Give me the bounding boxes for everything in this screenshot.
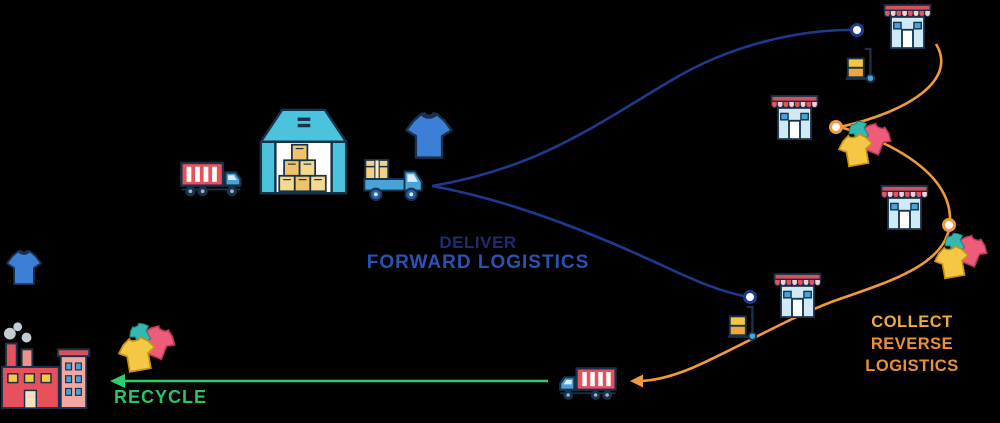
hand-truck-icon [727,305,758,341]
store-icon [770,95,819,140]
store-icon [773,273,822,319]
forward-node-icon [850,23,864,37]
reverse-logistics-label-block: COLLECT REVERSE LOGISTICS [865,311,958,377]
forward-node-icon [743,290,757,304]
recycle-route-arrowhead [110,374,125,388]
forward-logistics-label: FORWARD LOGISTICS [366,252,590,273]
delivery-truck-icon [363,158,423,202]
forward-route-bottom [431,184,745,298]
clothes-pile-icon [116,320,178,374]
logistics-label: LOGISTICS [865,357,959,375]
tshirt-icon [6,248,42,286]
hand-truck-icon [845,47,876,83]
recycle-truck-icon [559,367,617,402]
store-icon [880,185,929,230]
tshirt-icon [405,110,453,159]
reverse-route [637,43,952,383]
cargo-truck-icon [180,161,242,198]
reverse-node-icon [942,218,956,232]
collect-label: COLLECT [871,313,953,331]
factory-icon [1,322,91,410]
reverse-node-icon [829,120,843,134]
store-icon [883,4,932,49]
forward-route-top [431,28,851,188]
clothes-pile-icon [836,118,894,169]
clothes-pile-icon [932,230,990,281]
recycle-label: RECYCLE [114,387,208,407]
deliver-label: DELIVER [439,233,517,252]
reverse-route-arrowhead [630,374,643,388]
reverse-label: REVERSE [870,335,954,353]
warehouse-icon [259,108,348,195]
